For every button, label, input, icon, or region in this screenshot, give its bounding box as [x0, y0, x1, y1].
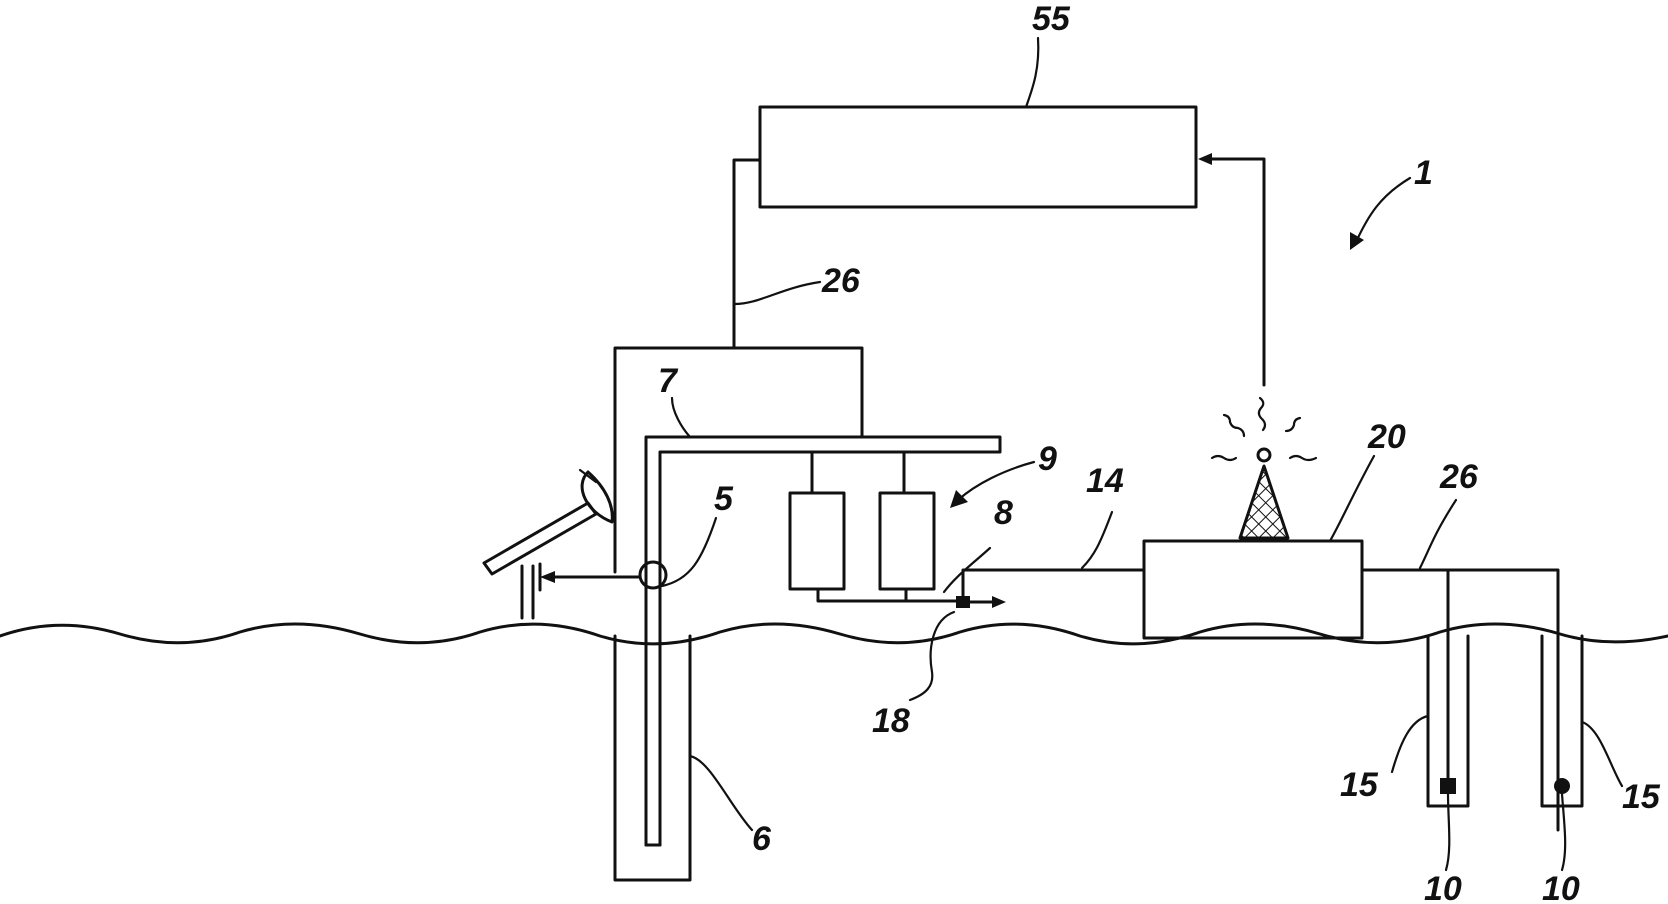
- tank-right: [878, 491, 936, 591]
- ground-surface: [0, 622, 1668, 646]
- pointer-arrow-1: [1354, 176, 1412, 244]
- label-26-top: 26: [821, 262, 861, 300]
- label-14: 14: [1086, 462, 1124, 500]
- tank-left: [788, 491, 846, 591]
- label-8: 8: [994, 494, 1013, 532]
- control-station-box: [758, 105, 1198, 209]
- extraction-well-6: [613, 634, 692, 882]
- sensor-18: [956, 596, 970, 608]
- outlet-manifold: [816, 587, 960, 603]
- pointer-arrowhead-9: [950, 490, 968, 508]
- pointer-arrow-9: [956, 460, 1036, 502]
- leader-20: [1328, 454, 1376, 543]
- line-14: [961, 568, 1146, 598]
- label-15-left: 15: [1340, 766, 1379, 804]
- leader-15b: [1580, 720, 1624, 788]
- leader-10b: [1560, 792, 1567, 872]
- sensor-10-left: [1440, 778, 1456, 794]
- radio-wave-left-upper: [1222, 413, 1246, 438]
- facility-building: [613, 346, 864, 574]
- arrowhead-to-station: [1198, 153, 1212, 165]
- label-5: 5: [714, 480, 734, 518]
- leader-5: [660, 516, 718, 588]
- label-10-right: 10: [1542, 870, 1580, 904]
- leader-14: [1080, 510, 1114, 570]
- wireless-link-line: [1204, 157, 1266, 387]
- label-26-right: 26: [1439, 458, 1479, 496]
- valve-5: [638, 560, 668, 590]
- tank-branch-lines: [810, 450, 906, 495]
- label-55: 55: [1032, 0, 1071, 38]
- leader-18: [908, 610, 956, 702]
- leader-6: [688, 754, 754, 832]
- label-9: 9: [1038, 440, 1057, 478]
- antenna-tip: [1256, 447, 1272, 463]
- radio-wave-right-lower: [1288, 454, 1318, 462]
- solar-panel-stand: [520, 564, 535, 620]
- leader-26b: [1418, 498, 1458, 570]
- line-26-to-station: [732, 158, 762, 350]
- radio-wave-top: [1257, 396, 1267, 432]
- leader-7: [670, 396, 692, 439]
- line-26-to-wells: [1360, 568, 1560, 832]
- label-15-right: 15: [1622, 778, 1661, 816]
- leader-15a: [1390, 714, 1430, 774]
- antenna-tower: [1238, 464, 1290, 540]
- radio-wave-left-lower: [1210, 454, 1238, 462]
- arrowhead-left: [540, 571, 555, 583]
- leader-26a: [732, 280, 822, 306]
- label-7: 7: [658, 362, 679, 400]
- label-1: 1: [1414, 154, 1433, 192]
- leader-8: [942, 546, 992, 594]
- satellite-dish: [580, 470, 614, 524]
- sensor-10-right: [1554, 778, 1570, 794]
- leader-55: [1024, 36, 1040, 109]
- label-20: 20: [1367, 418, 1406, 456]
- arrowhead-right: [992, 596, 1006, 608]
- label-10-left: 10: [1424, 870, 1462, 904]
- leader-10a: [1444, 792, 1451, 872]
- dish-feed: [578, 468, 598, 484]
- pointer-arrowhead-1: [1350, 232, 1364, 250]
- radio-wave-right-upper: [1284, 416, 1302, 433]
- data-unit-20: [1142, 539, 1364, 640]
- label-18: 18: [872, 702, 910, 740]
- label-6: 6: [752, 820, 772, 858]
- pipe-7-outer: [644, 435, 1002, 847]
